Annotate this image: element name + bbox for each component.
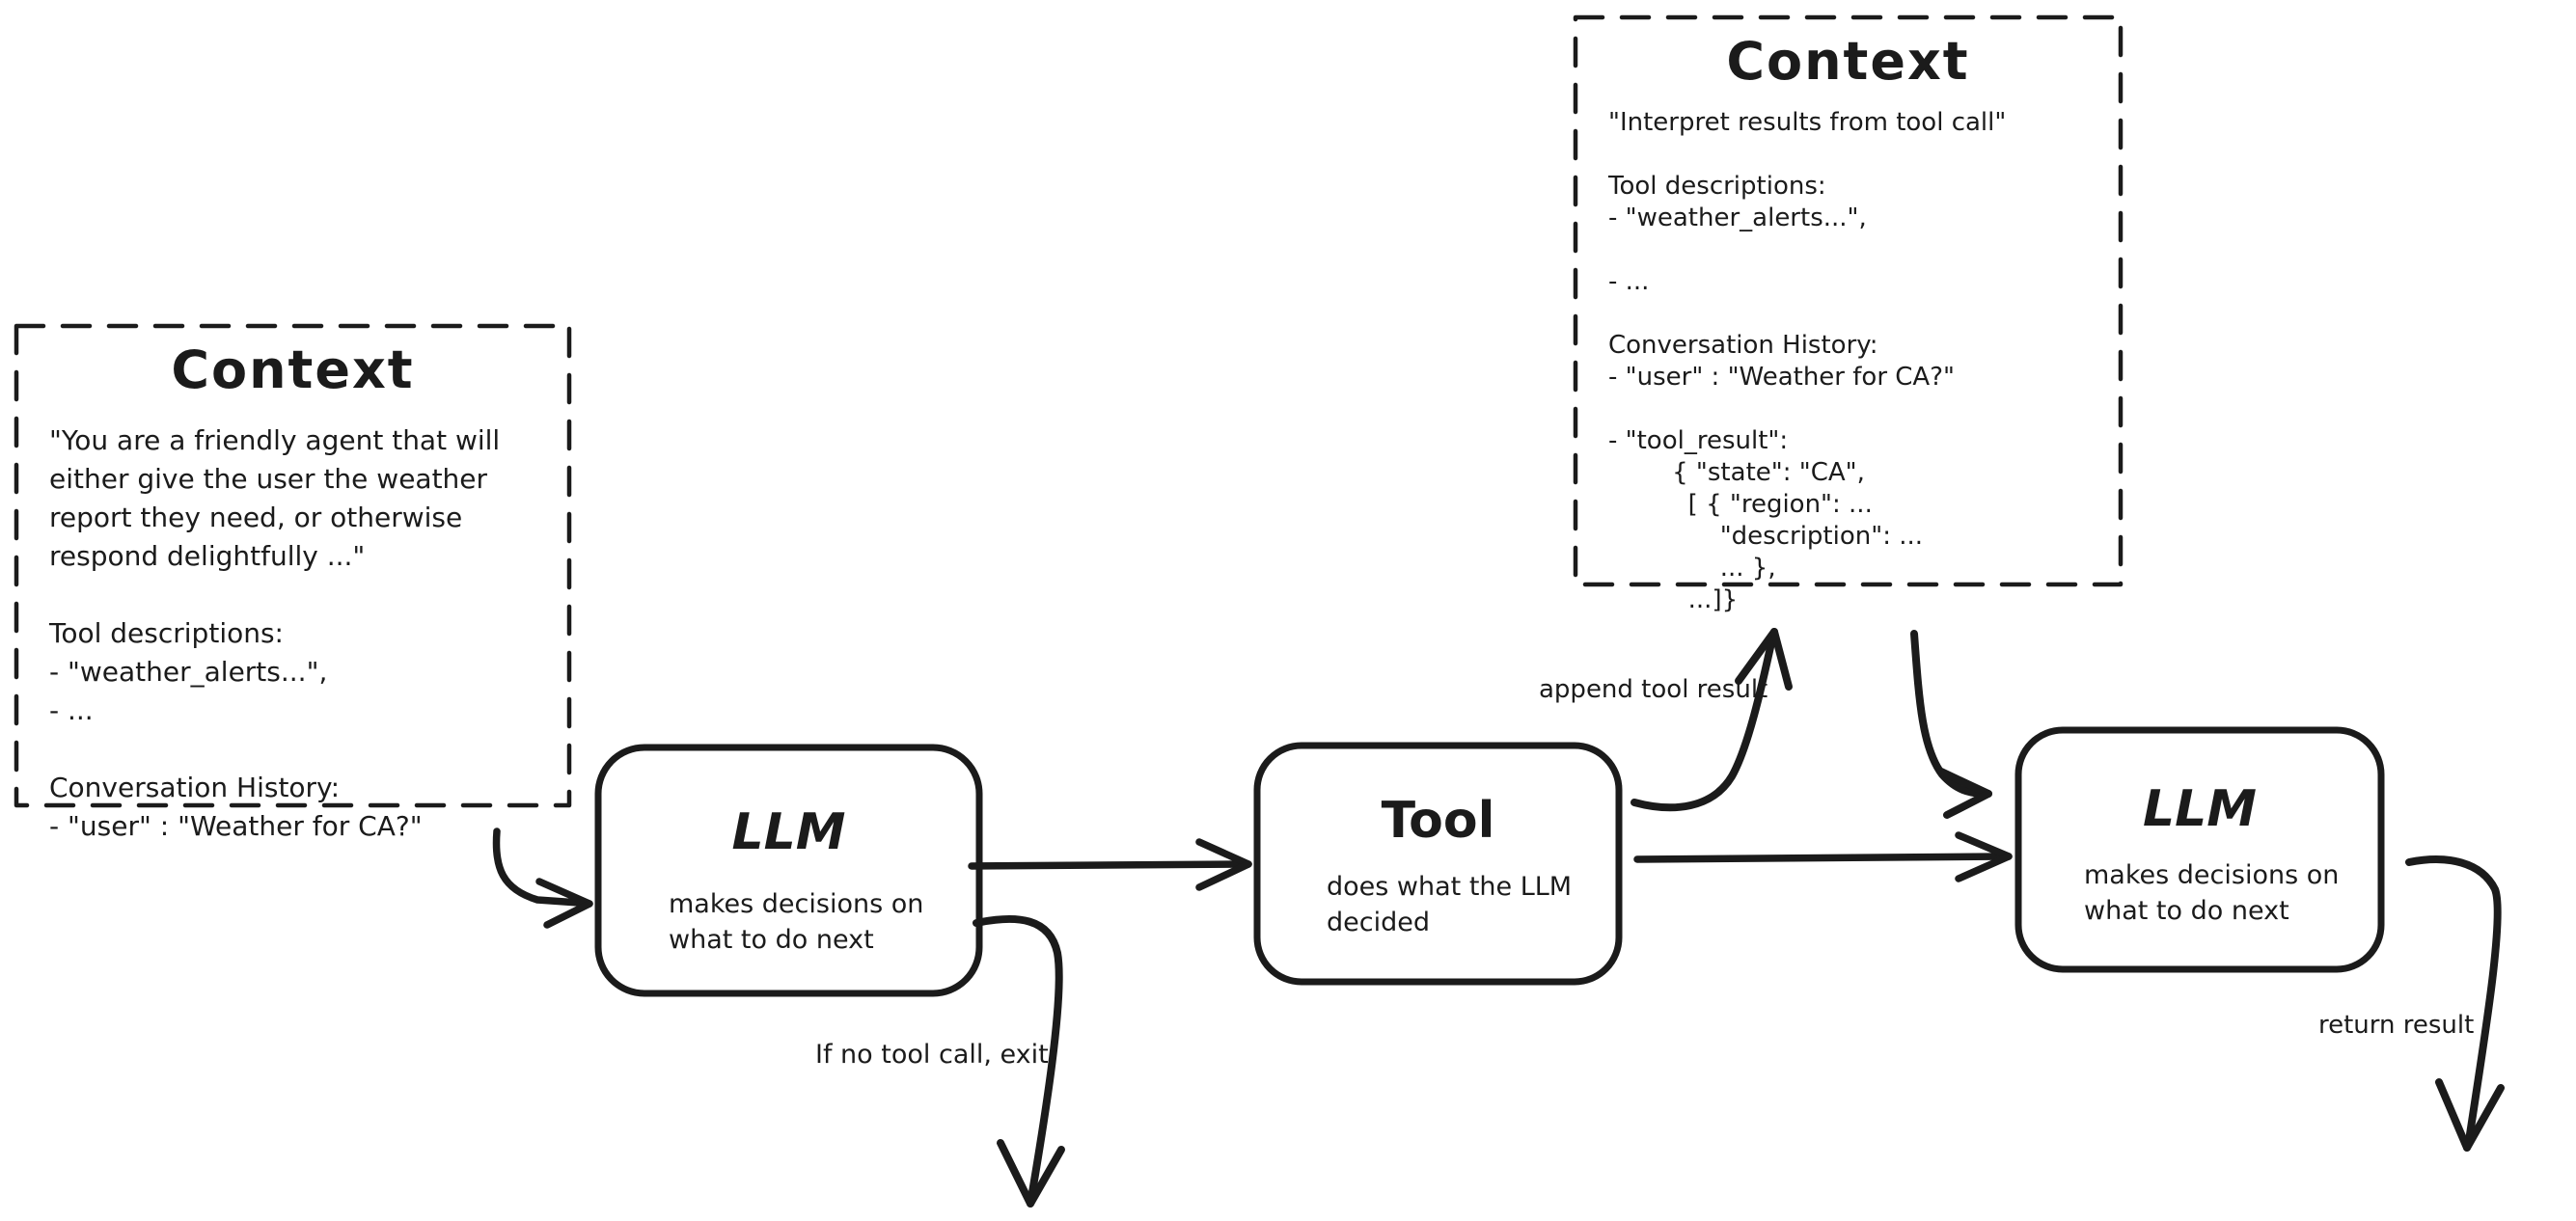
node-llm-1-title: LLM (731, 803, 846, 861)
edge-context1-to-llm1 (492, 828, 593, 929)
node-llm-1: LLM makes decisions on what to do next (598, 747, 979, 993)
context-box-tool-result-title: Context (1726, 31, 1970, 92)
edge-label-return-result: return result (2318, 1011, 2475, 1040)
context-box-initial: Context "You are a friendly agent that w… (16, 326, 569, 842)
edge-context2-to-llm2 (1910, 630, 1992, 819)
context-box-tool-result: Context "Interpret results from tool cal… (1576, 17, 2121, 614)
node-tool-title: Tool (1381, 792, 1495, 850)
context-box-initial-title: Context (171, 339, 415, 400)
node-llm-2: LLM makes decisions on what to do next (2018, 730, 2381, 969)
edge-llm1-exit (973, 914, 1065, 1207)
edge-tool-to-context2 (1631, 628, 1793, 812)
context-box-initial-body: "You are a friendly agent that will eith… (49, 424, 501, 842)
node-llm-2-title: LLM (2142, 780, 2257, 838)
edge-label-if-no-tool-call-exit: If no tool call, exit (815, 1040, 1049, 1070)
context-box-1-border (14, 323, 572, 808)
edge-llm1-to-tool (968, 838, 1252, 891)
edge-label-append-tool-result: append tool result (1539, 675, 1768, 704)
tool-node-border (1253, 742, 1623, 986)
llm-2-node-border (2014, 726, 2385, 973)
node-tool-description: does what the LLM decided (1327, 872, 1573, 937)
context-box-tool-result-body: "Interpret results from tool call" Tool … (1608, 108, 2007, 614)
node-llm-1-description: makes decisions on what to do next (669, 889, 924, 955)
edge-tool-to-llm2 (1633, 831, 2013, 882)
node-tool: Tool does what the LLM decided (1257, 746, 1619, 982)
llm-1-node-border (594, 744, 983, 997)
node-llm-2-description: makes decisions on what to do next (2084, 860, 2340, 926)
edge-llm2-return (2405, 855, 2505, 1152)
